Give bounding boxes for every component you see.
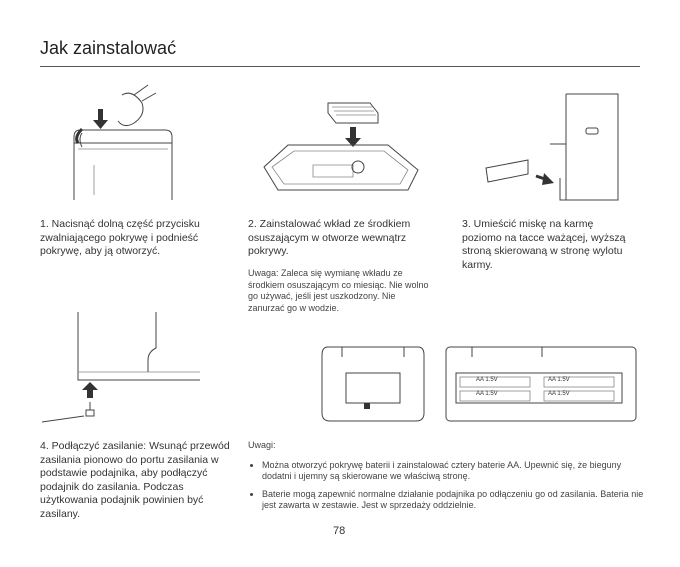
notes-list: Można otworzyć pokrywę baterii i zainsta… [248, 460, 648, 512]
step-3-text: 3. Umieścić miskę na karmę poziomo na ta… [462, 218, 626, 271]
page-number: 78 [333, 525, 346, 537]
title-divider [40, 66, 640, 67]
step-1-text: 1. Nacisnąć dolną część przycisku zwalni… [40, 218, 200, 257]
illustration-battery [321, 346, 425, 422]
step-2-text: 2. Zainstalować wkład ze środkiem osusza… [248, 218, 411, 257]
step-4-text: 4. Podłączyć zasilanie: Wsunąć przewód z… [40, 440, 230, 520]
battery-label: AA 1.5V [476, 391, 498, 397]
illustration-battery-detail [445, 346, 637, 422]
battery-label: AA 1.5V [476, 377, 498, 383]
note-item: Baterie mogą zapewnić normalne działanie… [262, 489, 648, 512]
illustration-desiccant [263, 102, 419, 191]
illustration-open-lid [73, 84, 173, 200]
battery-label: AA 1.5V [548, 391, 570, 397]
page-title: Jak zainstalować [40, 38, 177, 58]
note-item: Można otworzyć pokrywę baterii i zainsta… [262, 460, 648, 483]
battery-label: AA 1.5V [548, 377, 570, 383]
notes-block: Uwagi: Można otworzyć pokrywę baterii i … [248, 440, 648, 518]
illustration-power [41, 312, 200, 423]
notes-heading: Uwagi: [248, 440, 276, 450]
step-2-note: Uwaga: Zaleca się wymianę wkładu ze środ… [248, 268, 429, 313]
illustration-bowl [485, 93, 619, 201]
